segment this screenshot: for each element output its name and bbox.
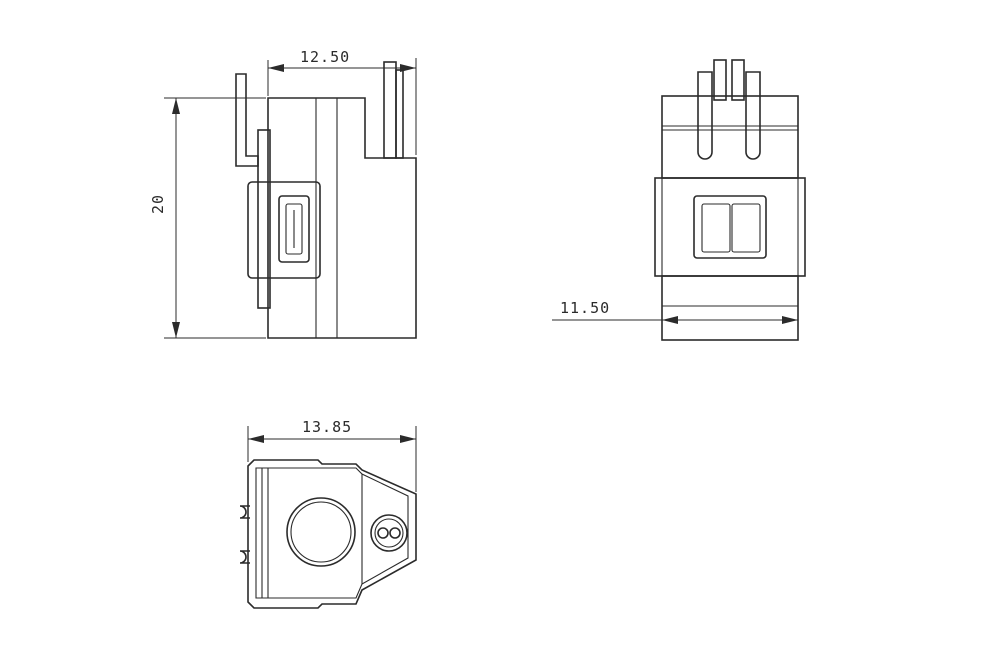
- side-view-body: [267, 97, 417, 339]
- dimension-label-side-width: 12.50: [300, 48, 350, 66]
- bottom-view-outline: [247, 459, 417, 609]
- front-view-pin-right: [745, 71, 761, 160]
- bottom-view-small-hole: [370, 514, 408, 552]
- bottom-view-small-pin-1: [377, 527, 389, 539]
- front-view-upper-body: [661, 95, 799, 179]
- dimension-side-width: 12.50: [267, 48, 417, 155]
- front-view-lower-body: [661, 275, 799, 341]
- front-view-latch-left: [701, 203, 731, 253]
- front-view-latch-right: [731, 203, 761, 253]
- side-view-right-pin-inner: [395, 69, 404, 159]
- front-view-latch-frame: [693, 195, 767, 259]
- side-view-latch-outer: [278, 195, 310, 263]
- bottom-view-large-hole: [286, 497, 356, 567]
- dimension-front-width: 11.50: [552, 299, 798, 324]
- front-view: [654, 59, 806, 341]
- front-view-center-pin-left: [713, 59, 727, 101]
- dimension-label-front-width: 11.50: [560, 299, 610, 317]
- bottom-view-pin-upper: [239, 505, 250, 519]
- side-view-latch-inner: [285, 203, 303, 255]
- side-view-clip-frame: [247, 181, 321, 279]
- bottom-view-pin-lower: [239, 550, 250, 564]
- dimension-bottom-width: 13.85: [247, 418, 417, 492]
- front-view-pin-left: [697, 71, 713, 160]
- dimension-label-side-height: 20: [149, 194, 167, 214]
- side-view-back-plate: [257, 129, 271, 309]
- side-view-right-pin-outer: [383, 61, 397, 159]
- dimension-side-height: 20: [149, 97, 266, 339]
- bottom-view: [239, 459, 417, 609]
- front-view-center-pin-right: [731, 59, 745, 101]
- bottom-view-large-hole-inner: [290, 501, 352, 563]
- dimension-label-bottom-width: 13.85: [302, 418, 352, 436]
- bottom-view-inner-outline: [255, 467, 409, 599]
- bottom-view-small-pin-2: [389, 527, 401, 539]
- side-view-left-pin: [235, 73, 259, 167]
- side-view: [235, 61, 417, 339]
